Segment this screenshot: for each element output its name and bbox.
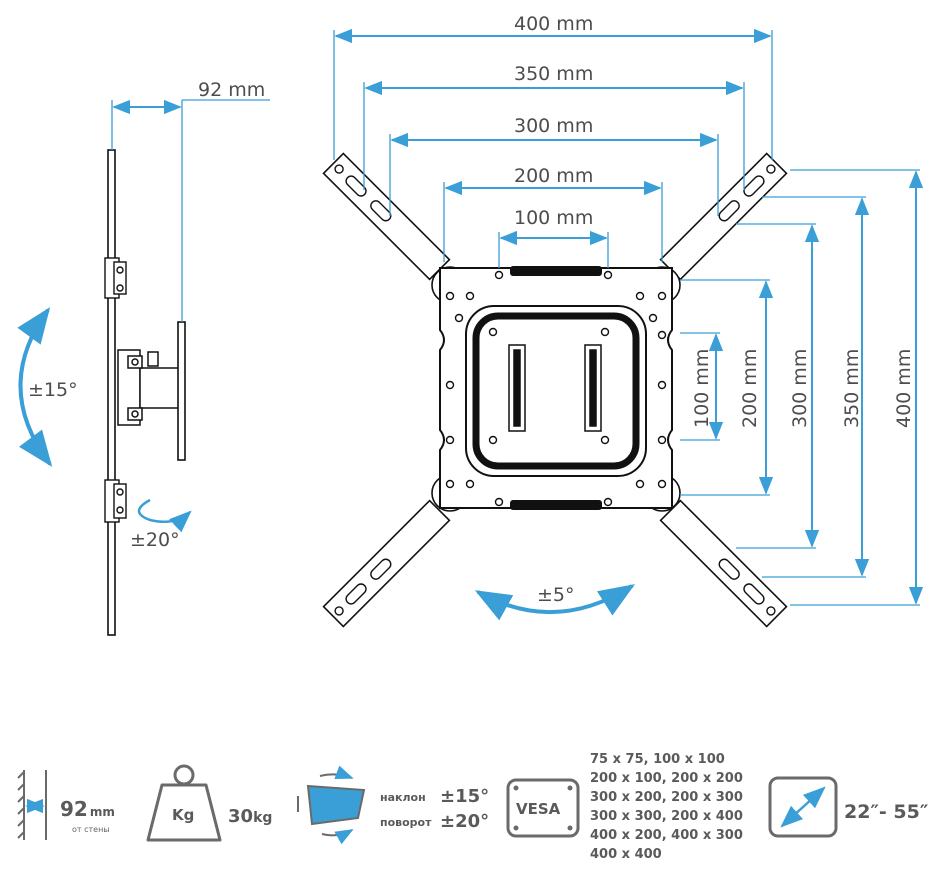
- side-view: 92 mm ±15° ±20°: [17, 79, 270, 636]
- depth-dim-label: 92 mm: [198, 79, 265, 101]
- vesa-line-6: 400 x 400: [590, 847, 662, 862]
- depth-caption: от стены: [72, 825, 110, 834]
- arm-bracket-side: [117, 349, 181, 426]
- tilt-spec-label: наклон: [380, 791, 426, 804]
- dim-v-350-label: 350 mm: [841, 349, 863, 428]
- vesa-line-3: 300 x 200, 200 x 300: [590, 790, 743, 805]
- plate-top-slot: [510, 266, 602, 276]
- vesa-line-1: 75 x 75, 100 x 100: [590, 752, 725, 767]
- front-view: 400 mm 350 mm 300 mm 200 mm 100 mm 100 m…: [322, 13, 924, 628]
- vesa-line-5: 400 x 200, 400 x 300: [590, 828, 743, 843]
- dim-v-200-label: 200 mm: [739, 349, 761, 428]
- screen-size-value: 22″- 55″: [844, 801, 929, 823]
- arm-top-left: [322, 152, 451, 281]
- dim-h-400-label: 400 mm: [514, 13, 593, 35]
- rotation-arrow-icon: [474, 584, 636, 621]
- swivel-spec-value: ±20°: [440, 811, 489, 832]
- vesa-icon-text: VESA: [516, 800, 561, 818]
- dim-v-300-label: 300 mm: [789, 349, 811, 428]
- arm-bottom-right: [659, 499, 788, 628]
- weight-icon-text: Kg: [172, 806, 194, 824]
- dim-h-100-label: 100 mm: [514, 207, 593, 229]
- vertical-dim-guides: [680, 169, 920, 606]
- dim-h-350-label: 350 mm: [514, 63, 593, 85]
- depth-value: 92: [60, 797, 88, 821]
- plate-inner-frame: [472, 312, 640, 470]
- svg-text:30kg: 30kg: [228, 806, 272, 827]
- weight-icon: [146, 764, 222, 842]
- depth-unit: mm: [90, 805, 115, 819]
- load-unit: kg: [253, 810, 272, 826]
- dim-h-300-label: 300 mm: [514, 115, 593, 137]
- screen-diagonal-icon: [768, 776, 838, 838]
- dim-v-400-label: 400 mm: [893, 349, 915, 428]
- vesa-line-4: 300 x 300, 200 x 400: [590, 809, 743, 824]
- vesa-line-2: 200 x 100, 200 x 200: [590, 771, 743, 786]
- swivel-arrow-icon: [137, 498, 192, 533]
- load-value: 30: [228, 806, 253, 827]
- tilt-swivel-icon: [297, 765, 366, 845]
- rotation-label: ±5°: [537, 584, 575, 606]
- wall-depth-icon: [17, 770, 47, 840]
- tilt-arrow-icon: [17, 307, 53, 467]
- tilt-label: ±15°: [28, 379, 78, 401]
- arm-bottom-left: [322, 499, 451, 628]
- arm-top-right: [659, 152, 788, 281]
- wall-plate-side: [107, 149, 116, 636]
- plate-clamp-bottom: [104, 479, 127, 523]
- plate-clamp-top: [104, 257, 127, 299]
- tilt-spec-value: ±15°: [440, 786, 489, 807]
- vesa-icon: [506, 778, 580, 838]
- swivel-spec-label: поворот: [380, 816, 432, 829]
- dim-h-200-label: 200 mm: [514, 165, 593, 187]
- center-brackets: [508, 344, 602, 432]
- wall-mount-plate-side: [177, 321, 186, 461]
- swivel-label: ±20°: [130, 529, 180, 551]
- vesa-holes: [445, 270, 667, 507]
- dim-v-100-label: 100 mm: [691, 349, 713, 428]
- horizontal-dim-guides: [333, 30, 773, 268]
- plate-bottom-slot: [510, 500, 602, 510]
